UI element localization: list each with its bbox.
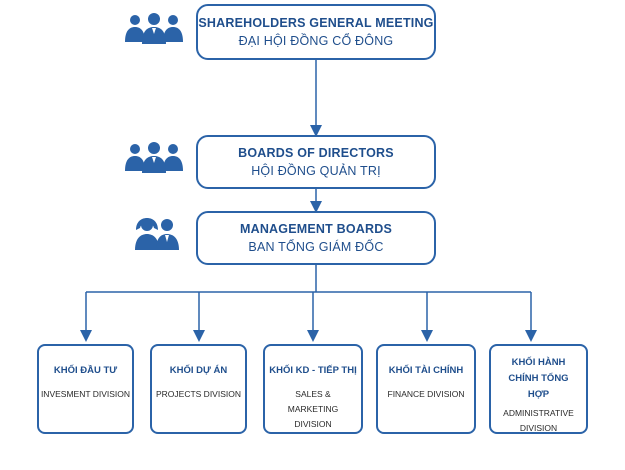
finance-division-box: KHỐI TÀI CHÍNH FINANCE DIVISION	[376, 344, 476, 434]
board-of-directors-title-en: BOARDS OF DIRECTORS	[238, 146, 394, 160]
management-board-box: MANAGEMENT BOARDS BAN TỔNG GIÁM ĐỐC	[196, 211, 436, 265]
shareholders-meeting-box: SHAREHOLDERS GENERAL MEETING ĐẠI HỘI ĐỒN…	[196, 4, 436, 60]
management-board-title-vi: BAN TỔNG GIÁM ĐỐC	[248, 240, 384, 254]
division-title-en: PROJECTS DIVISION	[155, 389, 241, 399]
division-title-en: FINANCE DIVISION	[387, 389, 465, 399]
shareholders-meeting-title-en: SHAREHOLDERS GENERAL MEETING	[198, 16, 434, 30]
division-title-en: INVESMENT DIVISION	[40, 389, 131, 399]
board-of-directors-box: BOARDS OF DIRECTORS HỘI ĐỒNG QUẢN TRỊ	[196, 135, 436, 189]
division-title-vi: KHỐI KD - TIẾP THỊ	[269, 365, 357, 376]
investment-division-box: KHỐI ĐẦU TƯ INVESMENT DIVISION	[37, 344, 134, 434]
division-title-en: SALES & MARKETING DIVISION	[287, 389, 339, 429]
division-title-en: ADMINISTRATIVE DIVISION	[503, 408, 574, 433]
group-people-icon	[125, 13, 183, 44]
division-title-vi: KHỐI DỰ ÁN	[169, 365, 228, 376]
division-title-vi: KHỐI TÀI CHÍNH	[388, 365, 464, 376]
administrative-division-box: KHỐI HÀNH CHÍNH TỔNG HỢP ADMINISTRATIVE …	[489, 344, 588, 434]
shareholders-meeting-title-vi: ĐẠI HỘI ĐỒNG CỔ ĐÔNG	[238, 34, 394, 48]
group-people-icon	[125, 142, 183, 173]
sales-marketing-division-box: KHỐI KD - TIẾP THỊ SALES & MARKETING DIV…	[263, 344, 363, 434]
division-title-vi: KHỐI HÀNH CHÍNH TỔNG HỢP	[508, 357, 569, 400]
division-title-vi: KHỐI ĐẦU TƯ	[53, 365, 118, 376]
management-board-title-en: MANAGEMENT BOARDS	[239, 222, 392, 236]
board-of-directors-title-vi: HỘI ĐỒNG QUẢN TRỊ	[251, 164, 381, 178]
manager-pair-icon	[135, 218, 179, 250]
projects-division-box: KHỐI DỰ ÁN PROJECTS DIVISION	[150, 344, 247, 434]
